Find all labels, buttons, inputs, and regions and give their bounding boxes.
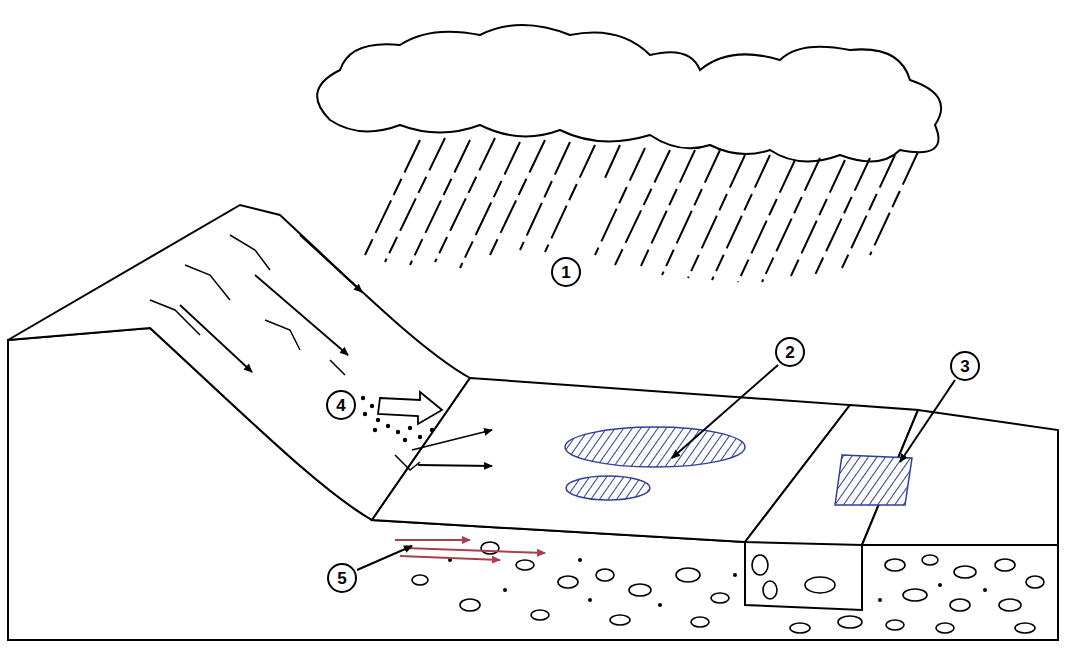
callout-circle: 1 [551,257,581,287]
callout-circle: 5 [327,563,357,593]
callout-circle: 4 [326,390,356,420]
callout-number: 3 [960,358,969,375]
callout-circle: 2 [775,337,805,367]
callout-number: 2 [785,344,794,361]
callout-number: 4 [336,397,345,414]
callout-circle: 3 [950,351,980,381]
callout-number: 1 [561,264,570,281]
callout-number: 5 [337,570,346,587]
